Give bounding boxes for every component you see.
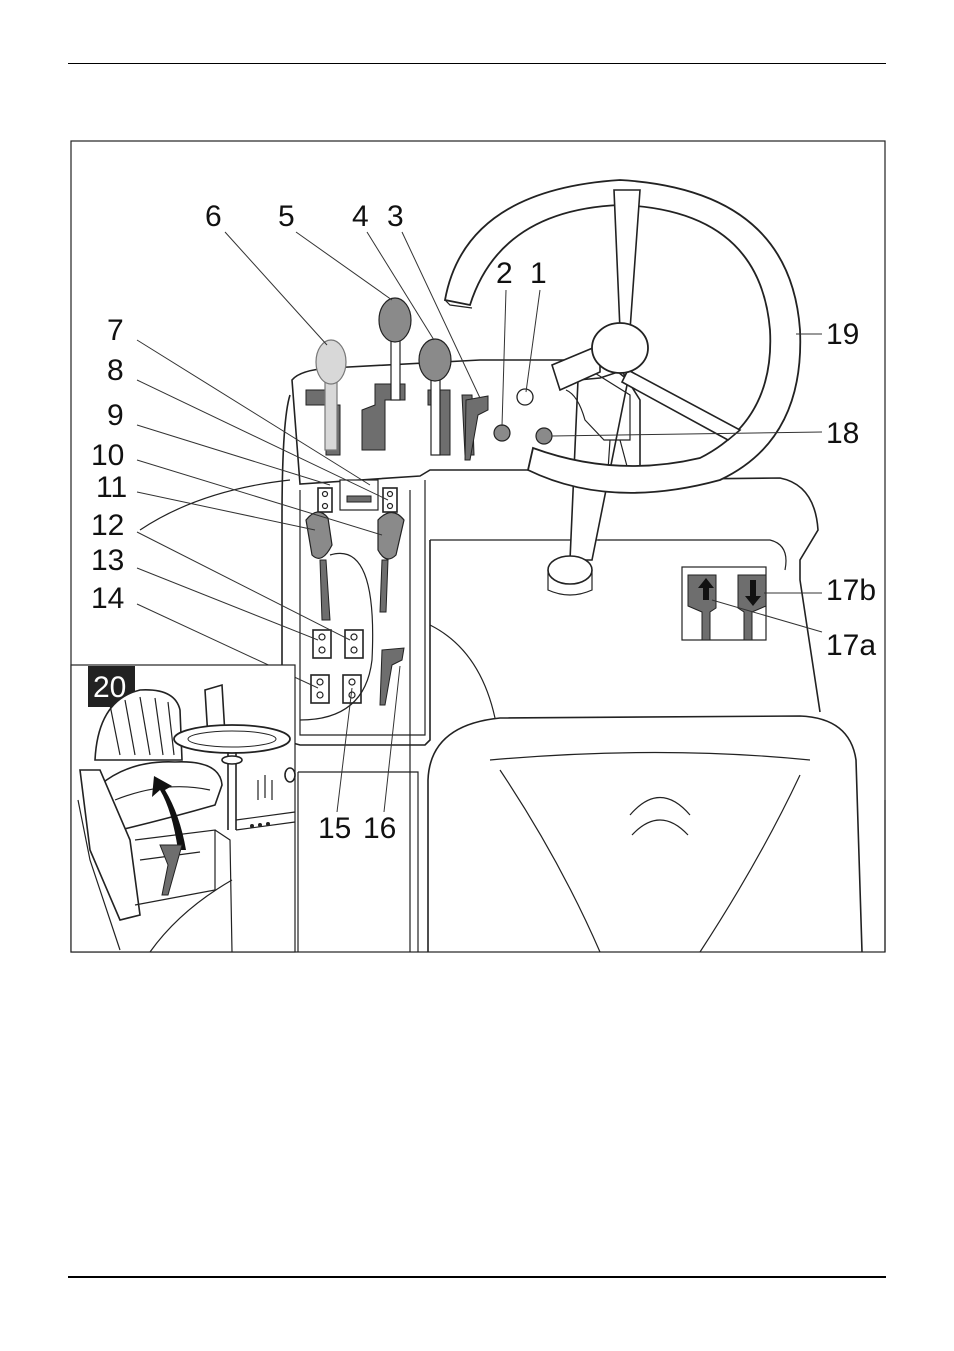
callout-17b: 17b — [826, 574, 876, 607]
lever-4-shaft — [431, 375, 440, 455]
inset-steering-wheel — [174, 725, 290, 753]
callout-13: 13 — [91, 544, 124, 577]
callout-8: 8 — [107, 354, 124, 387]
callout-11: 11 — [96, 471, 127, 504]
callout-1: 1 — [530, 257, 547, 290]
callout-4: 4 — [352, 200, 369, 233]
instrument-display — [340, 480, 378, 510]
callout-18: 18 — [826, 417, 859, 450]
lever-6-knob[interactable] — [316, 340, 346, 384]
callout-2: 2 — [496, 257, 513, 290]
ignition-switch-1[interactable] — [517, 389, 533, 405]
lever-6-shaft — [325, 380, 337, 450]
button-2[interactable] — [494, 425, 510, 441]
callout-12: 12 — [91, 509, 124, 542]
callout-17a: 17a — [826, 629, 876, 662]
callout-14: 14 — [91, 582, 124, 615]
callout-9: 9 — [107, 399, 124, 432]
inset-20: 20 — [71, 665, 295, 952]
lever-4-knob[interactable] — [419, 339, 451, 381]
lever-5-knob[interactable] — [379, 298, 411, 342]
callout-3: 3 — [387, 200, 404, 233]
callout-10: 10 — [91, 439, 124, 472]
callout-6: 6 — [205, 200, 222, 233]
steering-hub — [592, 323, 648, 373]
callout-15: 15 — [318, 812, 351, 845]
callout-7: 7 — [107, 314, 124, 347]
button-18[interactable] — [536, 428, 552, 444]
callout-5: 5 — [278, 200, 295, 233]
callout-16: 16 — [363, 812, 396, 845]
callout-19: 19 — [826, 318, 859, 351]
